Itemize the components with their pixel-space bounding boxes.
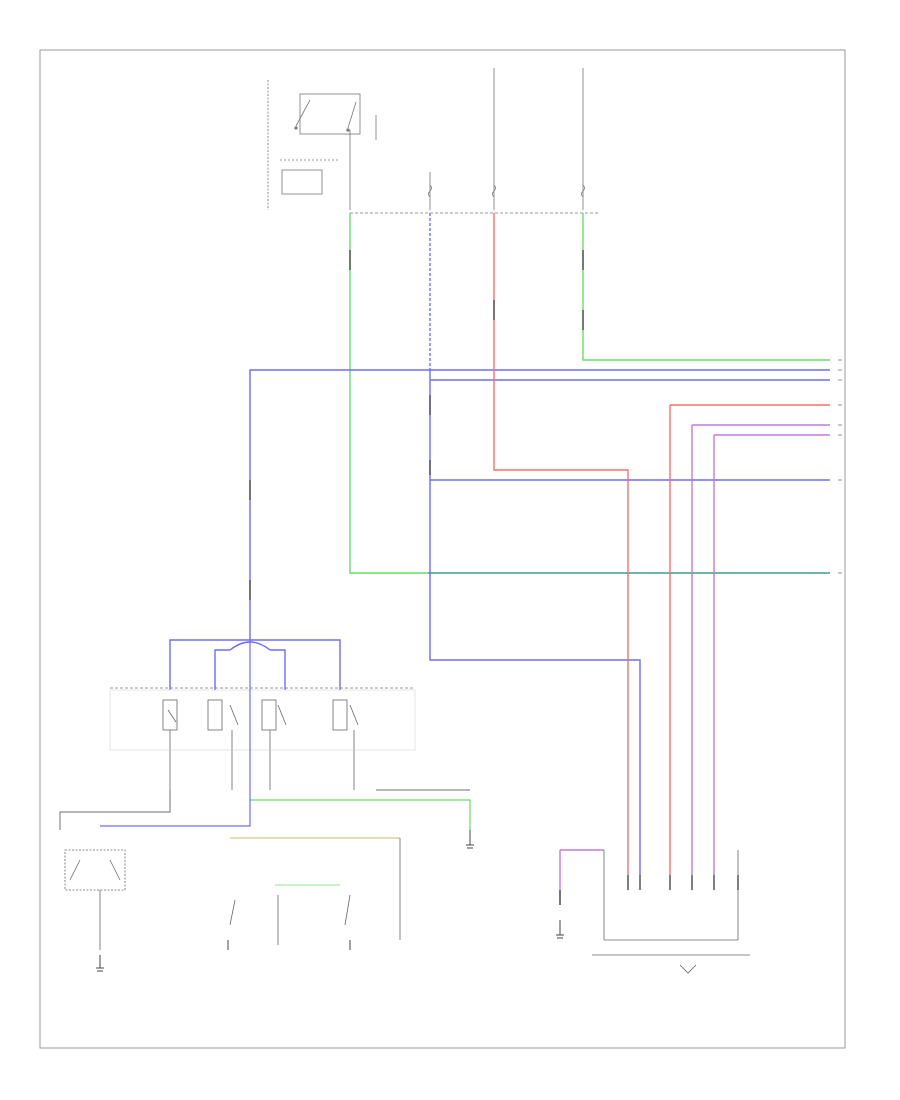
actuator-grounds xyxy=(227,940,351,950)
ground-bus xyxy=(59,640,471,830)
fuse-b xyxy=(492,68,496,210)
wire-violet xyxy=(559,424,830,905)
ground-symbol-right xyxy=(466,830,474,849)
window-switch-right-front xyxy=(207,699,239,790)
ignition-switch xyxy=(267,80,377,210)
fuse-c xyxy=(581,68,585,210)
wire-green xyxy=(349,213,830,574)
switch-cluster-bracket xyxy=(109,689,416,751)
connector-marks xyxy=(249,250,584,600)
fuse-a xyxy=(428,172,432,210)
power-window-control-module xyxy=(592,850,750,974)
ground-symbol-left xyxy=(96,955,104,972)
lock-switch-right xyxy=(229,837,401,945)
module-ground xyxy=(556,920,564,939)
right-edge-terminals xyxy=(838,359,842,574)
switch-harness-blue xyxy=(169,639,341,690)
window-switch-left-front xyxy=(162,699,178,790)
window-switch-right-rear xyxy=(332,699,359,790)
diagram-frame xyxy=(39,49,846,1049)
lock-switch-left xyxy=(64,849,126,950)
wire-blue xyxy=(249,213,830,875)
wire-red xyxy=(493,213,830,875)
module-pins xyxy=(559,875,739,905)
window-switch-left-rear xyxy=(261,699,287,790)
